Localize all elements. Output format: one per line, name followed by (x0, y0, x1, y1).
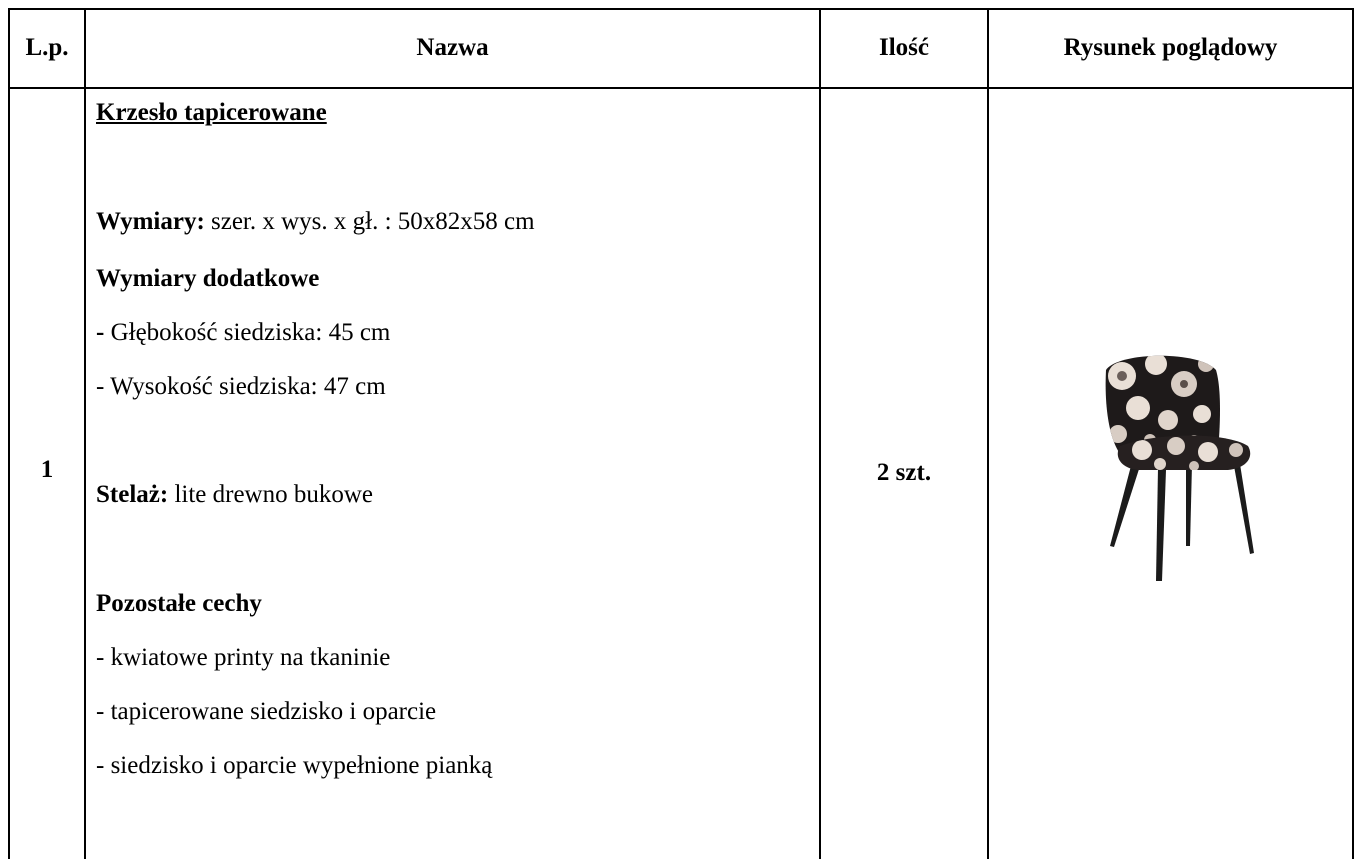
frame-line: Stelaż: lite drewno bukowe (96, 480, 373, 510)
features-heading: Pozostałe cechy (96, 590, 262, 617)
header-bottom-border (8, 87, 1354, 89)
row-number: 1 (40, 456, 54, 483)
col-border-3 (987, 8, 989, 859)
dimensions-line: Wymiary: szer. x wys. x gł. : 50x82x58 c… (96, 207, 535, 237)
seat-depth-text: Głębokość siedziska: 45 cm (104, 319, 391, 346)
feature-item: - tapicerowane siedzisko i oparcie (96, 698, 437, 725)
header-ilosc: Ilość (879, 34, 929, 61)
extra-dimensions-heading: Wymiary dodatkowe (96, 265, 320, 292)
header-nazwa: Nazwa (416, 34, 489, 61)
dimensions-label: Wymiary: (96, 208, 205, 235)
quantity: 2 szt. (876, 459, 932, 486)
frame-value: lite drewno bukowe (168, 481, 374, 508)
feature-item: - kwiatowe printy na tkaninie (96, 644, 391, 671)
seat-depth-line: - Głębokość siedziska: 45 cm (96, 318, 390, 348)
col-border-1 (84, 8, 86, 859)
seat-height-line: - Wysokość siedziska: 47 cm (96, 373, 386, 400)
product-title: Krzesło tapicerowane (96, 99, 327, 126)
dimensions-value: szer. x wys. x gł. : 50x82x58 cm (204, 208, 535, 235)
col-border-left (8, 8, 10, 859)
col-border-2 (819, 8, 821, 859)
col-border-right (1352, 8, 1354, 859)
seat-depth-dash: - (96, 319, 105, 346)
feature-item: - siedzisko i oparcie wypełnione pianką (96, 752, 493, 779)
header-rysunek: Rysunek poglądowy (1063, 34, 1278, 61)
chair-illustration (1105, 355, 1254, 581)
frame-label: Stelaż: (96, 481, 169, 508)
header-lp: L.p. (25, 34, 69, 61)
table-top-border (8, 8, 1354, 10)
